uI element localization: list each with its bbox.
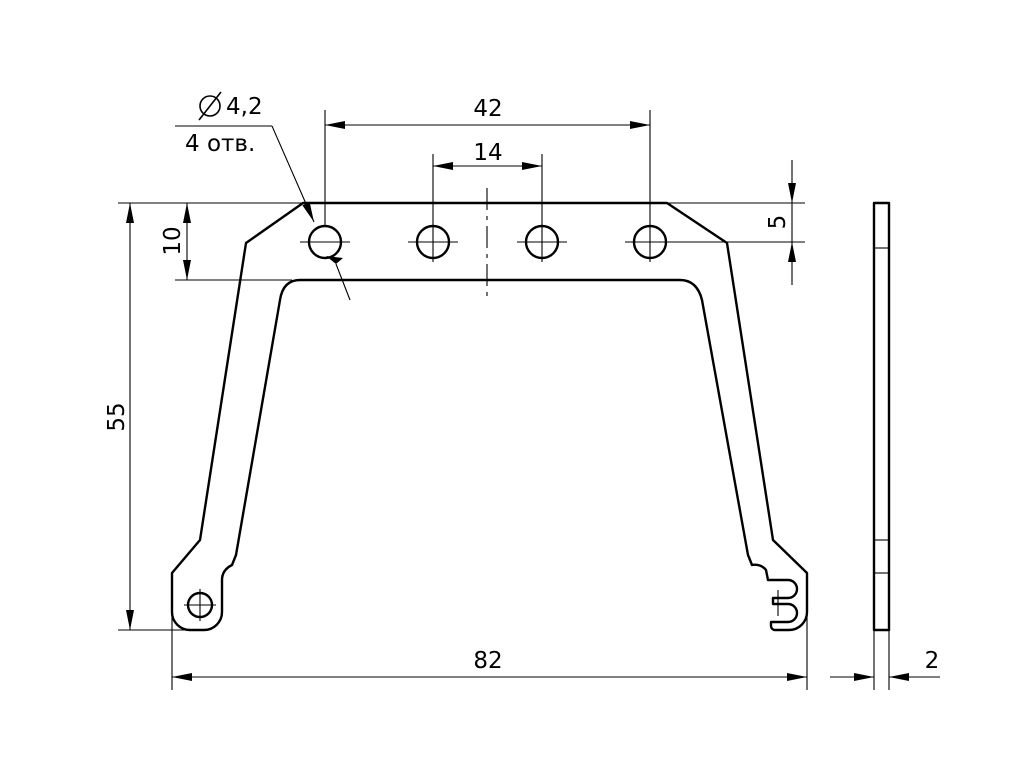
dimension-82: 82 [171,612,808,690]
bracket-outer-contour [170,201,809,632]
dimension-55-label: 55 [104,402,130,431]
hole-count-label: 4 отв. [185,131,255,157]
hole-centerlines [184,225,779,621]
hole-callout: 4,2 4 отв. [175,91,351,301]
hole-diameter-label: 4,2 [226,94,263,120]
dimension-82-label: 82 [473,648,502,674]
diameter-symbol [199,95,221,117]
dimension-42-label: 42 [473,96,502,122]
dimension-14: 14 [432,140,543,226]
dimension-14-label: 14 [473,140,502,166]
dimension-42: 42 [324,96,651,226]
dimension-5: 5 [667,160,805,285]
dimension-2-label: 2 [925,648,940,674]
dimension-2: 2 [830,630,940,690]
side-view [872,201,891,632]
dimension-55: 55 [104,202,303,631]
dimension-10: 10 [160,203,292,281]
dimension-5-label: 5 [765,215,791,230]
dimension-10-label: 10 [160,226,186,255]
